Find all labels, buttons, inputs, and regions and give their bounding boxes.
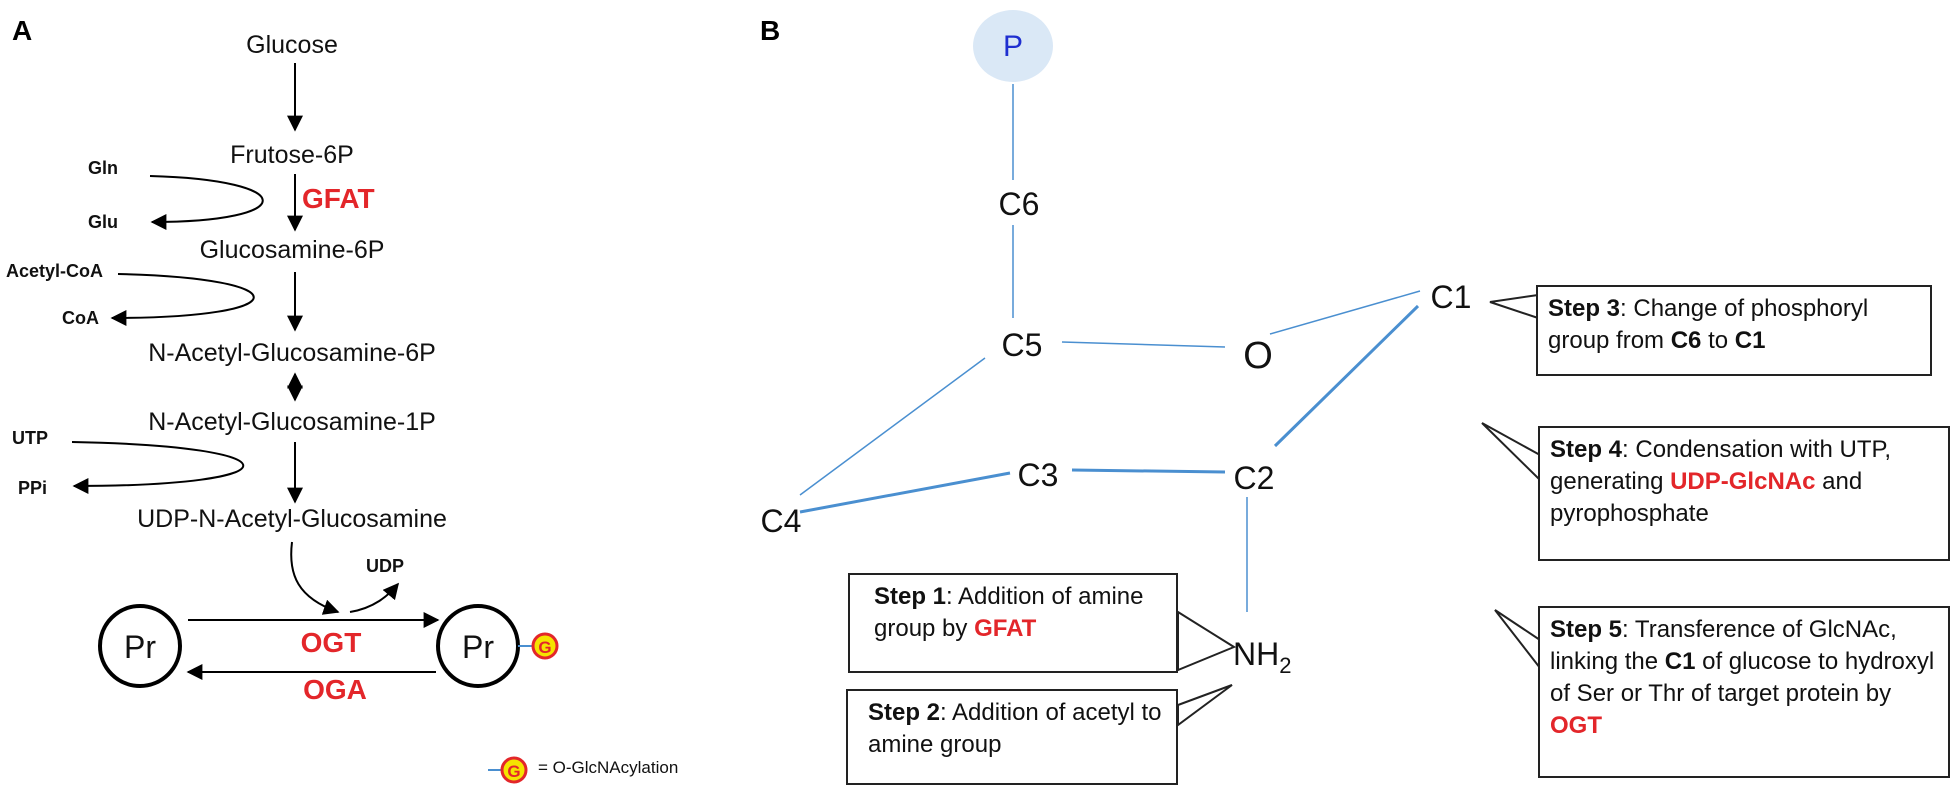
side-glu: Glu (88, 212, 118, 232)
pointer-step2 (1177, 684, 1233, 727)
atom-c3: C3 (1018, 457, 1059, 493)
step4-label: Step 4 (1550, 436, 1623, 463)
protein-label-right: Pr (462, 629, 494, 665)
metabolite-n-acetyl-glucosamine-6p: N-Acetyl-Glucosamine-6P (148, 339, 436, 367)
legend-text: = O-GlcNAcylation (538, 758, 679, 777)
panel-label-b: B (760, 15, 780, 46)
step5-c1: C1 (1664, 648, 1696, 675)
pointer-step4 (1481, 422, 1541, 483)
step5-text: : Transference of GlcNAc, linking the (1550, 616, 1897, 675)
metabolite-glucosamine-6p: Glucosamine-6P (200, 236, 385, 264)
enzyme-oga: OGA (303, 674, 367, 705)
arrow-udpglcnac-to-reaction (290, 541, 340, 615)
step1-box: Step 1: Addition of amine group by GFAT (848, 573, 1178, 673)
protein-label-left: Pr (124, 629, 156, 665)
enzyme-ogt: OGT (301, 627, 362, 658)
pointer-step5 (1494, 609, 1541, 671)
step2-label: Step 2 (868, 699, 941, 726)
metabolite-glucose: Glucose (246, 31, 338, 59)
step4-box: Step 4: Condensation with UTP, generatin… (1538, 426, 1950, 561)
phosphate-label: P (1003, 30, 1023, 63)
step1-enzyme: GFAT (974, 615, 1037, 642)
enzyme-gfat: GFAT (302, 183, 375, 214)
step4-text-end: and pyrophosphate (1550, 468, 1863, 527)
step3-box: Step 3: Change of phosphoryl group from … (1536, 285, 1932, 376)
metabolite-udp-n-acetyl-glucosamine: UDP-N-Acetyl-Glucosamine (137, 505, 447, 533)
arrow-udp-release (349, 582, 400, 613)
side-gln: Gln (88, 158, 118, 178)
side-coa: CoA (62, 308, 99, 328)
pointer-step1 (1177, 610, 1237, 672)
atom-c5: C5 (1002, 327, 1043, 363)
side-utp: UTP (12, 428, 48, 448)
step5-enzyme: OGT (1550, 712, 1602, 739)
atom-c1: C1 (1431, 279, 1472, 315)
bond-c5-o (1061, 341, 1226, 348)
bond-c1-c2 (1273, 304, 1420, 448)
step2-box: Step 2: Addition of acetyl to amine grou… (846, 689, 1178, 785)
side-udp: UDP (366, 556, 404, 576)
step3-text: : Change of phosphoryl group from (1548, 295, 1869, 354)
atom-o: O (1243, 335, 1273, 377)
step3-c1: C1 (1734, 327, 1766, 354)
step3-c6: C6 (1670, 327, 1702, 354)
panel-label-a: A (12, 15, 32, 46)
loop-gln-glu (149, 175, 264, 230)
glyco-symbol-letter: G (538, 638, 551, 657)
metabolite-fructose-6p: Frutose-6P (230, 141, 354, 169)
step3-to: to (1701, 327, 1735, 354)
step3-label: Step 3 (1548, 295, 1621, 322)
legend-glyco-letter: G (507, 762, 520, 781)
atom-c4: C4 (761, 503, 802, 539)
atom-c6: C6 (999, 186, 1040, 222)
bond-o-c1 (1269, 290, 1421, 335)
step5-box: Step 5: Transference of GlcNAc, linking … (1538, 606, 1950, 778)
pointer-step3 (1489, 293, 1539, 320)
side-ppi: PPi (18, 478, 47, 498)
bond-c4-c5 (799, 357, 986, 496)
bond-c4-c3 (799, 471, 1011, 514)
molecule-bonds (799, 84, 1421, 612)
step1-text: : Addition of amine group by (874, 583, 1144, 642)
phosphate-node (973, 10, 1053, 82)
step4-text: : Condensation with UTP, generating (1550, 436, 1892, 495)
step4-product: UDP-GlcNAc (1670, 468, 1816, 495)
loop-acetylcoa-coa (110, 273, 255, 326)
protein-circle-left (98, 604, 182, 688)
side-acetyl-coa: Acetyl-CoA (6, 261, 103, 281)
loop-utp-ppi (71, 441, 244, 494)
bond-c3-c2 (1071, 468, 1226, 474)
pathway-arrows (71, 63, 440, 680)
step1-label: Step 1 (874, 583, 947, 610)
legend-glyco-circle (500, 756, 528, 784)
atom-nh2: NH2 (1233, 636, 1291, 678)
step5-text-mid: of glucose to hydroxyl of Ser or Thr of … (1550, 648, 1935, 707)
glyco-symbol-circle (531, 632, 559, 660)
atom-c2: C2 (1234, 460, 1275, 496)
metabolite-n-acetyl-glucosamine-1p: N-Acetyl-Glucosamine-1P (148, 408, 436, 436)
step5-label: Step 5 (1550, 616, 1623, 643)
step2-text: : Addition of acetyl to amine group (868, 699, 1162, 758)
